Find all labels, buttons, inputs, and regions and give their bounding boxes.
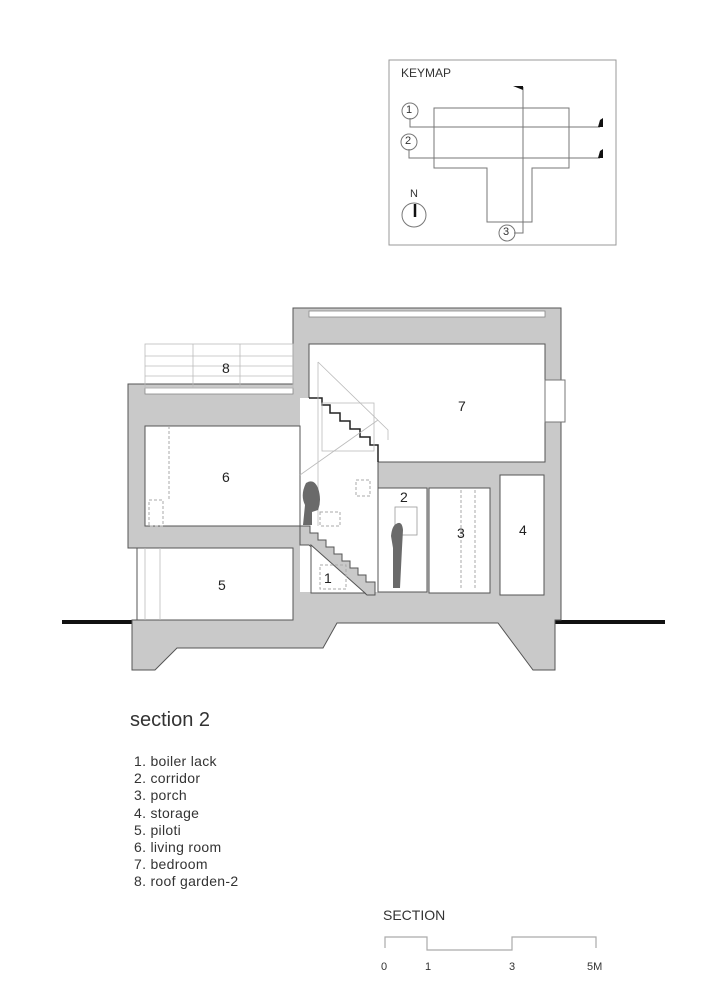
legend-item: 1. boiler lack [134,753,217,769]
scale-bar [384,936,597,951]
legend-item: 3. porch [134,787,187,804]
north-compass-icon [401,202,427,228]
legend-item: 2. corridor [134,770,201,787]
room-number-storage: 4 [519,522,527,538]
scale-tick-5m: 5M [587,961,603,973]
keymap-marker-1: 1 [406,104,413,116]
section-line-1 [409,118,600,128]
piloti-space [136,547,294,621]
section-arrow-1 [598,118,603,127]
keymap-marker-2: 2 [405,135,412,147]
dashed-furniture [148,426,476,590]
upper-roof-strip [308,310,546,318]
keymap-marker-3: 3 [503,226,510,238]
room-number-living: 6 [222,469,230,485]
lower-stair [299,525,376,596]
room-number-boiler: 1 [324,570,332,586]
room-number-porch: 3 [457,525,465,541]
legend-item: 7. bedroom [134,856,208,873]
keymap-building-outline [433,107,570,223]
marker-circle-2 [400,133,418,151]
north-label: N [410,188,418,200]
keymap [388,59,617,246]
room-number-piloti: 5 [218,577,226,593]
section-line-3 [514,87,524,234]
scale-tick-0: 0 [381,961,388,973]
section-arrow-2 [598,149,603,158]
lower-roof-strip [144,387,294,395]
section-arrow-3 [513,86,523,90]
room-number-bedroom: 7 [458,398,466,414]
scale-tick-3: 3 [509,961,516,973]
marker-circle-1 [401,102,419,120]
legend-item: 5. piloti [134,821,182,838]
legend-item: 4. storage [134,804,200,821]
room-number-roof-garden: 8 [222,360,230,376]
standing-person-figure [391,522,403,588]
section-line-2 [408,149,600,159]
scale-title: SECTION [383,907,446,923]
roof-garden-railing [144,343,294,389]
legend-item: 6. living room [134,839,222,856]
seated-person-figure [302,481,320,525]
scale-tick-1: 1 [425,961,432,973]
living-room-space [144,425,301,527]
room-legend: 1. boiler lack 2. corridor 3. porch 4. s… [134,753,238,891]
room-number-corridor: 2 [400,489,408,505]
keymap-frame [388,59,617,246]
porch-space [428,487,491,594]
corridor-space [377,487,428,593]
upper-stair [309,397,379,462]
storage-space [499,474,545,596]
window-right [544,379,566,423]
legend-item: 8. roof garden-2 [134,873,239,890]
boiler-space [310,543,367,594]
marker-circle-3 [498,224,516,242]
keymap-title: KEYMAP [401,66,452,80]
section-title: section 2 [130,709,211,731]
building-section [62,307,665,671]
